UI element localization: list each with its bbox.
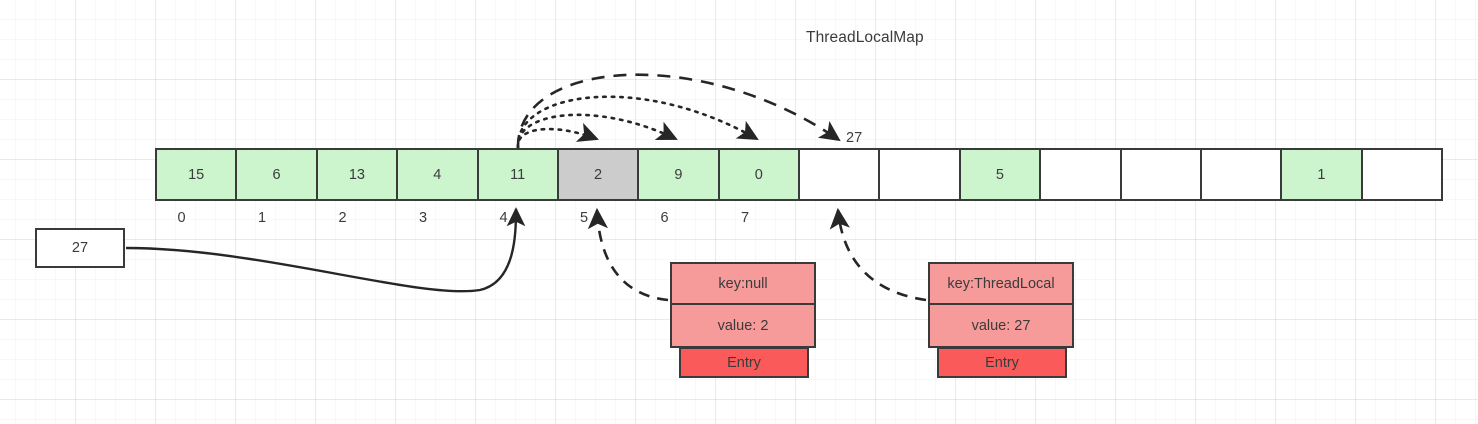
array-cell (880, 150, 961, 199)
array-cell (800, 150, 881, 199)
entry-key-field: key:null (670, 262, 816, 305)
entry-type-label: Entry (679, 347, 809, 378)
array-index-label: 4 (499, 210, 508, 226)
array-cell: 5 (960, 150, 1042, 199)
array-index-slot: 2 (316, 210, 397, 232)
array-index-slot: 1 (236, 210, 317, 232)
probe-arc-to-index-6 (516, 113, 678, 150)
array-index-slot (960, 210, 1041, 232)
entry-object: key:ThreadLocal value: 27 Entry (928, 262, 1074, 378)
array-cell: 0 (719, 150, 800, 199)
array-index-label: 0 (177, 210, 186, 226)
probe-arrow-label: 27 (846, 130, 863, 146)
array-index-label: 2 (338, 210, 347, 226)
array-index-slot: 0 (155, 210, 236, 232)
array-index-label: 7 (741, 210, 750, 226)
array-cell: 2 (558, 150, 640, 199)
array-cell: 9 (639, 150, 720, 199)
array-cell (1121, 150, 1202, 199)
array-index-slot (1202, 210, 1283, 232)
array-index-label: 5 (580, 210, 589, 226)
array-cell: 6 (237, 150, 318, 199)
entry-object: key:null value: 2 Entry (670, 262, 816, 378)
probe-arc-to-index-8 (516, 73, 841, 149)
array-index-slot: 6 (638, 210, 719, 232)
entry-type-label: Entry (937, 347, 1067, 378)
array-index-slot (1282, 210, 1363, 232)
array-index-slot (1363, 210, 1444, 232)
array-cell (1362, 150, 1441, 199)
array-index-label: 1 (258, 210, 267, 226)
entry-threadlocal-to-index-8-connector (829, 207, 927, 302)
array-index-slot: 5 (558, 210, 639, 232)
array-cell: 11 (478, 150, 559, 199)
array-index-row: 0 1 2 3 4 5 6 7 (155, 210, 1443, 232)
array-cell: 1 (1282, 150, 1363, 199)
entry-key-field: key:ThreadLocal (928, 262, 1074, 305)
array-index-slot (1121, 210, 1202, 232)
entry-value-field: value: 27 (928, 305, 1074, 348)
array-cell: 4 (398, 150, 479, 199)
array-cell (1201, 150, 1283, 199)
probe-arc-to-index-7 (516, 95, 759, 150)
array-index-slot (1041, 210, 1122, 232)
array-index-slot (799, 210, 880, 232)
source-to-index-4-connector (125, 207, 526, 293)
array-index-slot: 4 (477, 210, 558, 232)
source-value-box: 27 (35, 228, 125, 268)
entry-value-field: value: 2 (670, 305, 816, 348)
array-index-slot: 7 (719, 210, 800, 232)
array-cell: 13 (317, 150, 399, 199)
page-title: ThreadLocalMap (806, 29, 924, 46)
array-cell: 15 (157, 150, 238, 199)
array-cell (1041, 150, 1122, 199)
array-index-label: 3 (419, 210, 428, 226)
probe-arc-to-index-5 (516, 122, 599, 150)
array-index-slot (880, 210, 961, 232)
array-index-label: 6 (660, 210, 669, 226)
array-index-slot: 3 (397, 210, 478, 232)
